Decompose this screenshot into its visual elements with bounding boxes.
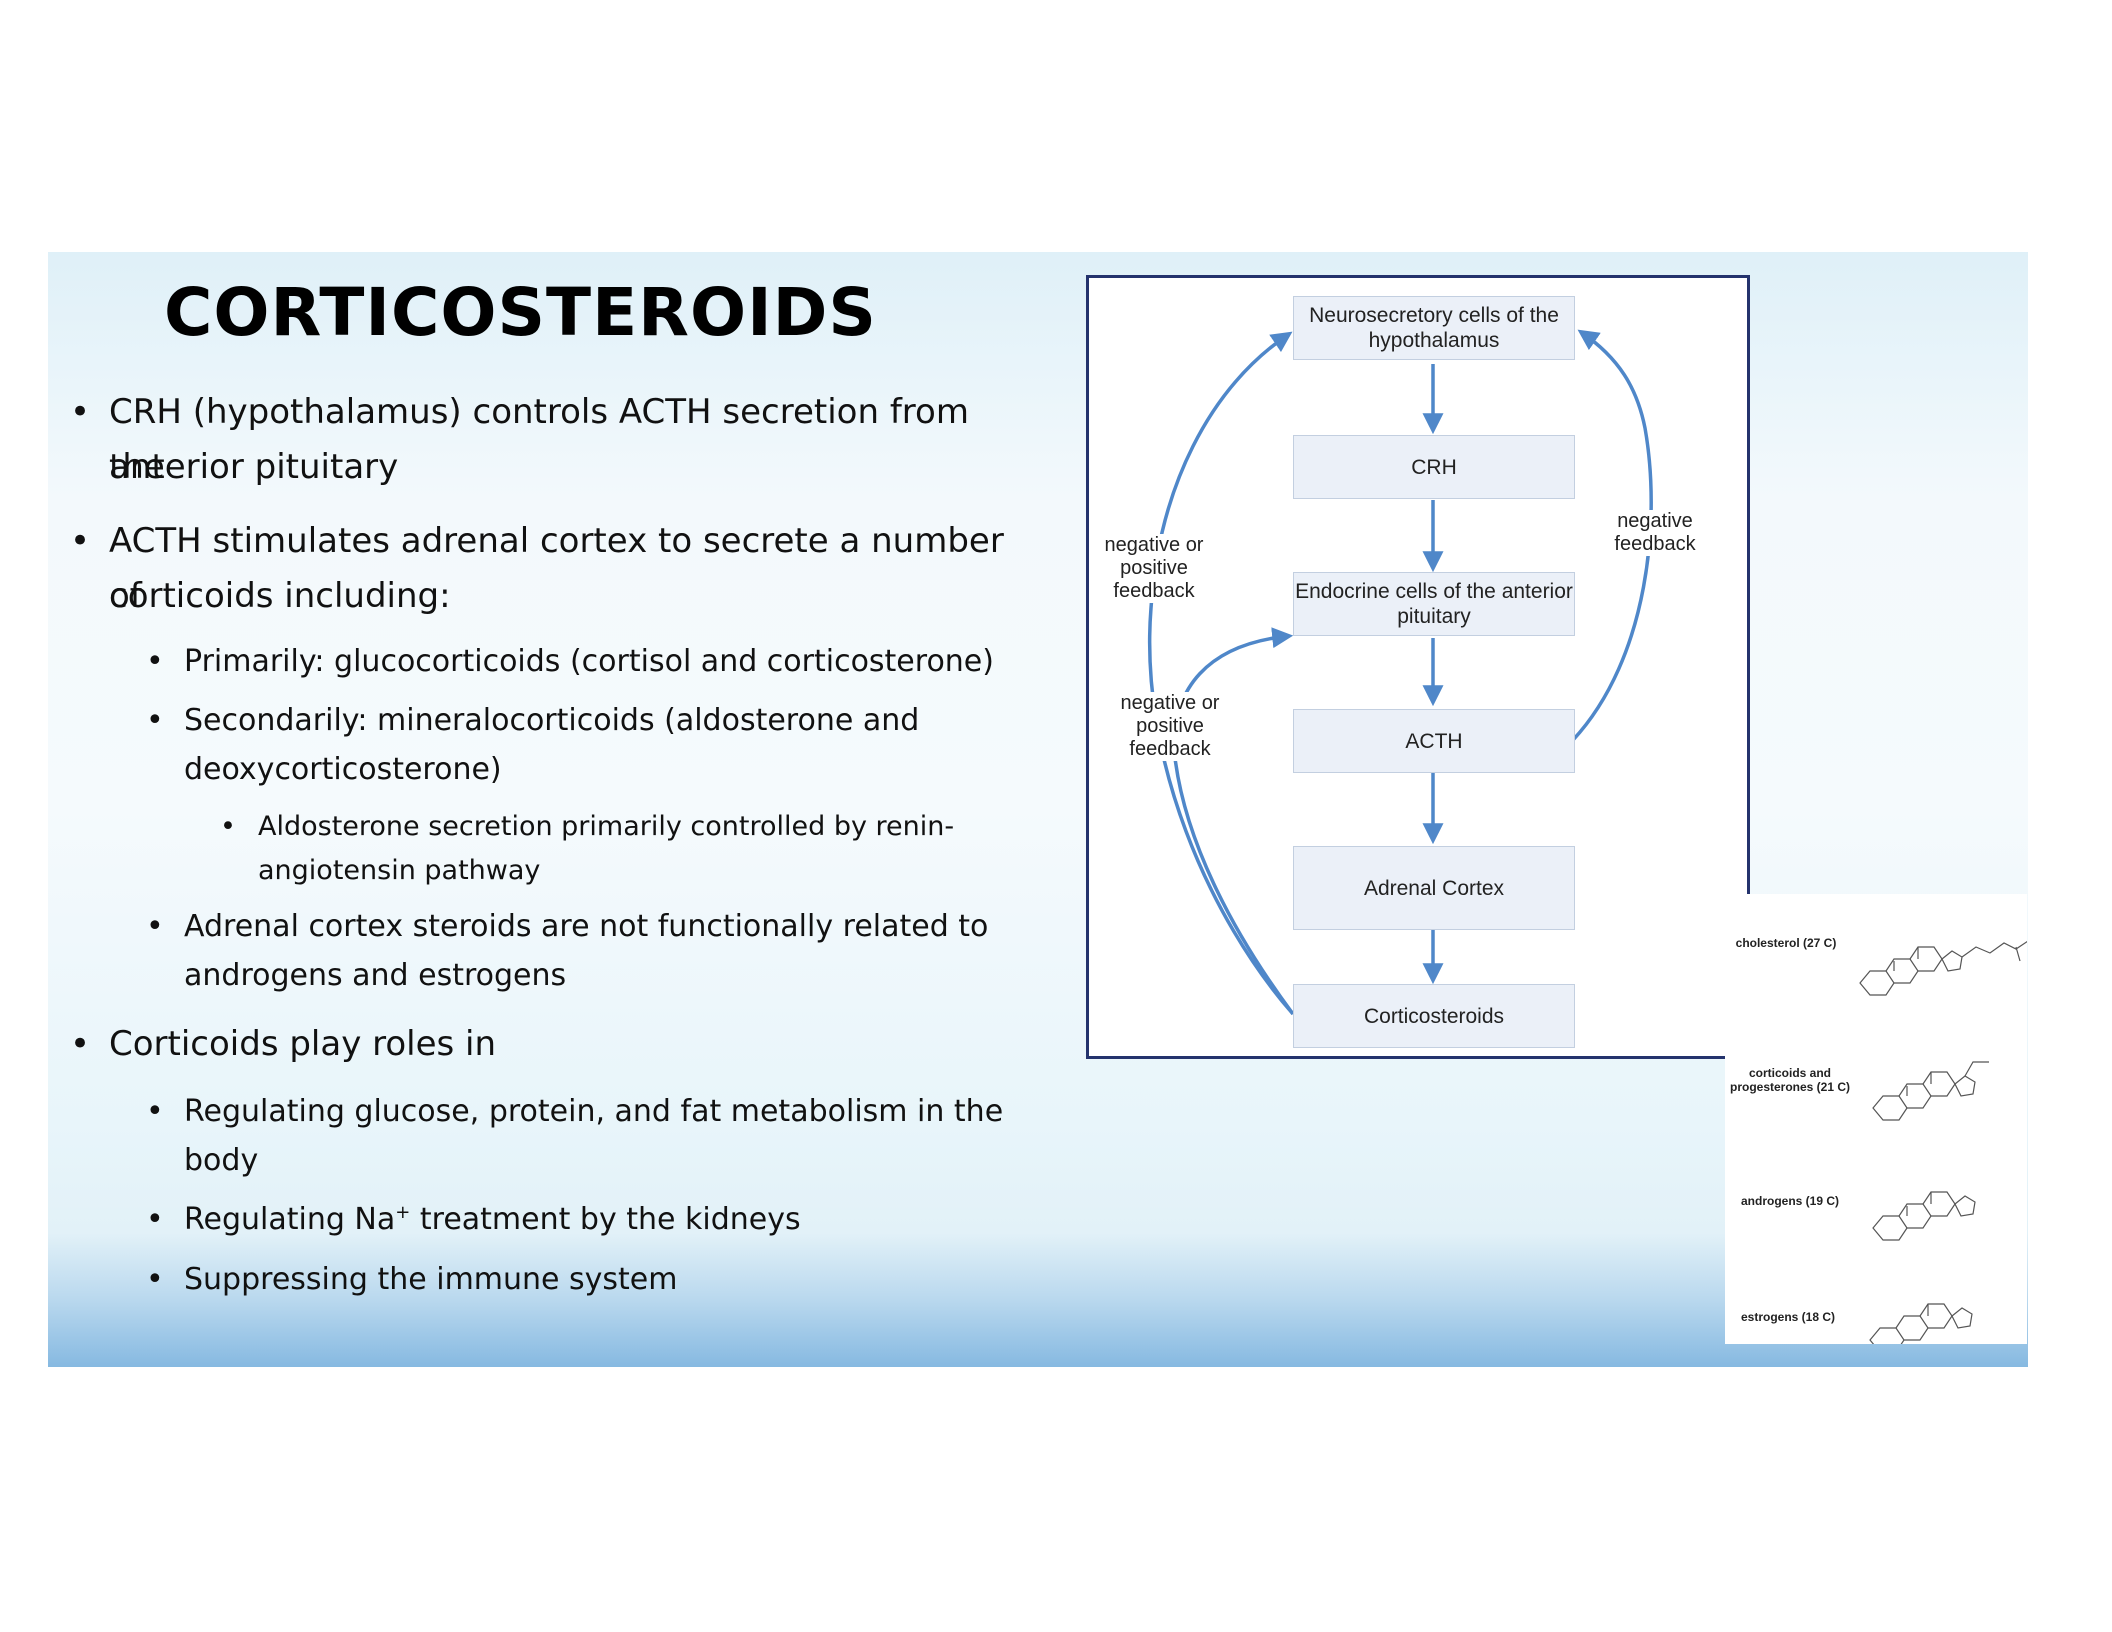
arrow-feedback-outer [1147, 331, 1295, 1016]
arrow-feedback-right [1571, 329, 1653, 742]
box-acth: ACTH [1293, 709, 1575, 773]
label-cholesterol: cholesterol (27 C) [1735, 936, 1837, 950]
bullet-acth-line2: corticoids including: [109, 576, 451, 616]
box-crh: CRH [1293, 435, 1575, 499]
slide-title: CORTICOSTEROIDS [164, 274, 877, 351]
diagram-arrows [1147, 329, 1653, 1016]
bullet-dot: • [70, 392, 91, 432]
bullet-dot: • [146, 703, 164, 738]
bullet-roles: Corticoids play roles in [109, 1024, 497, 1064]
bullet-dot: • [146, 1202, 164, 1237]
sodium-superscript: + [395, 1202, 411, 1223]
box-pituitary: Endocrine cells of the anterior pituitar… [1293, 572, 1575, 636]
label-feedback-right: negative feedback [1601, 510, 1709, 556]
bullet-dot: • [146, 1094, 164, 1129]
bullet-aldosterone-line1: Aldosterone secretion primarily controll… [258, 811, 955, 842]
bullet-crh-line1: CRH (hypothalamus) controls ACTH secreti… [109, 392, 969, 487]
androgen-structure-icon [1872, 1191, 1976, 1241]
box-corticosteroids: Corticosteroids [1293, 984, 1575, 1048]
slide: CORTICOSTEROIDS • CRH (hypothalamus) con… [48, 252, 2028, 1367]
box-adrenal-cortex: Adrenal Cortex [1293, 846, 1575, 930]
bullet-dot: • [146, 644, 164, 679]
sodium-text-post: treatment by the kidneys [410, 1202, 801, 1237]
label-estrogens: estrogens (18 C) [1740, 1310, 1836, 1324]
bullet-dot: • [70, 521, 91, 561]
bullet-dot: • [146, 1262, 164, 1297]
bullet-sodium: Regulating Na+ treatment by the kidneys [184, 1195, 801, 1244]
bullet-acth-line1: ACTH stimulates adrenal cortex to secret… [109, 521, 1004, 616]
sodium-text-pre: Regulating Na [184, 1202, 396, 1237]
bullet-dot: • [220, 811, 236, 842]
cholesterol-structure-icon [1859, 940, 2027, 996]
bullet-adrenal-line1: Adrenal cortex steroids are not function… [184, 909, 989, 944]
bullet-list: • CRH (hypothalamus) controls ACTH secre… [48, 252, 1028, 1367]
box-hypothalamus: Neurosecretory cells of the hypothalamus [1293, 296, 1575, 360]
bullet-primarily: Primarily: glucocorticoids (cortisol and… [184, 644, 994, 679]
bullet-crh-line2: anterior pituitary [109, 447, 399, 487]
label-androgens: androgens (19 C) [1740, 1194, 1839, 1208]
bullet-adrenal-line2: androgens and estrogens [184, 958, 567, 993]
label-feedback-outer: negative or positive feedback [1099, 534, 1209, 603]
hpa-axis-diagram: Neurosecretory cells of the hypothalamus… [1086, 275, 1750, 1059]
estrogen-structure-icon [1869, 1303, 1973, 1344]
steroid-structures-figure: cholesterol (27 C) corticoids and proges… [1725, 894, 2027, 1344]
bullet-dot: • [70, 1024, 91, 1064]
bullet-metabolism-line2: body [184, 1143, 259, 1178]
bullet-aldosterone-line2: angiotensin pathway [258, 855, 541, 886]
bullet-secondarily-line1: Secondarily: mineralocorticoids (aldoste… [184, 703, 920, 738]
bullet-immune: Suppressing the immune system [184, 1262, 678, 1297]
steroid-skeletons [1859, 940, 2027, 1344]
bullet-secondarily-line2: deoxycorticosterone) [184, 752, 502, 787]
label-feedback-inner: negative or positive feedback [1115, 692, 1225, 761]
corticoid-structure-icon [1872, 1061, 1989, 1121]
bullet-dot: • [146, 909, 164, 944]
label-corticoids-progesterones: corticoids and progesterones (21 C) [1729, 1066, 1851, 1094]
bullet-metabolism-line1: Regulating glucose, protein, and fat met… [184, 1094, 1004, 1129]
